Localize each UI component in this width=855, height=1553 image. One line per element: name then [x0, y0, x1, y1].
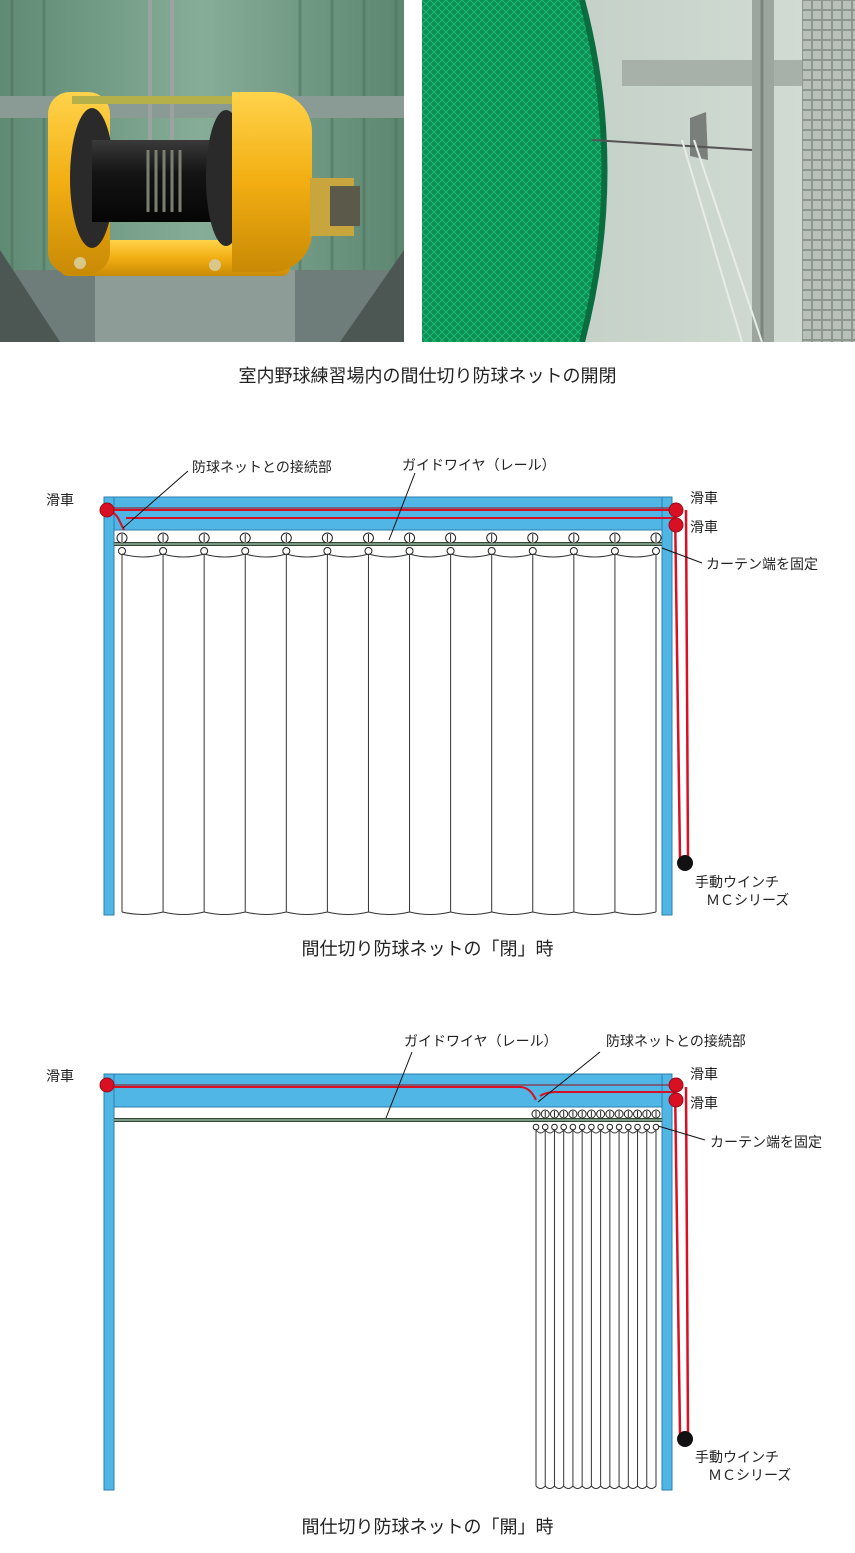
label-pulley-right-1: 滑車: [690, 1066, 718, 1083]
curtain-closed: [116, 532, 662, 915]
label-curtain-end: カーテン端を固定: [706, 557, 818, 573]
hook-ring: [118, 547, 126, 555]
pulley-left: [99, 1077, 115, 1093]
label-pulley-left: 滑車: [46, 1068, 74, 1085]
label-guide-wire: ガイドワイヤ（レール）: [404, 1034, 558, 1050]
pulley-left: [99, 502, 115, 518]
hook-ring: [364, 547, 373, 555]
winch-drum: [677, 855, 693, 871]
frame-left: [103, 1073, 115, 1491]
curtain-open: [531, 1109, 661, 1489]
label-connection: 防球ネットとの接続部: [192, 459, 332, 476]
frame-right: [661, 496, 673, 916]
label-winch-series: ＭＣシリーズ: [706, 893, 789, 909]
label-curtain-end: カーテン端を固定: [710, 1135, 822, 1151]
hook-ring: [578, 1123, 586, 1131]
hook-ring: [528, 547, 537, 555]
hook-ring: [323, 547, 332, 555]
label-pulley-right-2: 滑車: [690, 1095, 718, 1112]
frame-left: [103, 496, 115, 916]
label-winch: 手動ウインチ: [695, 1450, 779, 1466]
frame-top: [103, 496, 673, 531]
open-caption: 間仕切り防球ネットの「開」時: [301, 1517, 554, 1538]
hook-ring: [615, 1123, 623, 1131]
photo-caption: 室内野球練習場内の間仕切り防球ネットの開閉: [238, 366, 617, 387]
hook-ring: [588, 1123, 595, 1131]
hook-ring: [282, 547, 291, 555]
hook-ring: [610, 547, 619, 555]
hook-ring: [560, 1123, 567, 1131]
pulley-right-lower: [668, 1092, 684, 1108]
hook-ring: [446, 547, 455, 555]
hook-ring: [652, 547, 660, 555]
label-winch-series: ＭＣシリーズ: [708, 1468, 791, 1484]
hook-ring: [159, 547, 168, 555]
frame-right: [661, 1073, 673, 1491]
winch-photo: [0, 0, 404, 342]
hook-ring: [643, 1123, 651, 1131]
net-photo: [422, 0, 855, 342]
label-pulley-left: 滑車: [46, 492, 74, 509]
hook-ring: [541, 1123, 549, 1131]
label-guide-wire: ガイドワイヤ（レール）: [402, 458, 556, 474]
hook-ring: [634, 1123, 641, 1131]
winch-rope: [107, 1084, 690, 1435]
hook-ring: [532, 1123, 540, 1131]
hook-ring: [241, 547, 250, 555]
label-winch: 手動ウインチ: [695, 875, 779, 891]
hook-ring: [569, 547, 578, 555]
pulley-right-top: [668, 502, 684, 518]
hook-ring: [625, 1123, 632, 1131]
hook-ring: [487, 547, 496, 555]
pulley-right-lower: [668, 517, 684, 533]
label-pulley-right-2: 滑車: [690, 519, 718, 536]
hook-ring: [606, 1123, 614, 1131]
hook-ring: [200, 547, 209, 555]
closed-diagram: 滑車 滑車 滑車 防球ネットとの接続部 ガイドワイヤ（レール） カーテン端を固定…: [46, 458, 818, 916]
hook-ring: [405, 547, 414, 555]
pulley-right-top: [668, 1077, 684, 1093]
hook-ring: [652, 1123, 660, 1131]
frame-top: [103, 1073, 673, 1108]
winch-rope: [106, 507, 690, 859]
closed-caption: 間仕切り防球ネットの「閉」時: [301, 939, 554, 960]
label-connection: 防球ネットとの接続部: [606, 1033, 746, 1050]
open-diagram: 滑車 滑車 滑車 ガイドワイヤ（レール） 防球ネットとの接続部 カーテン端を固定…: [46, 1033, 822, 1491]
hook-ring: [597, 1123, 604, 1131]
hook-ring: [551, 1123, 558, 1131]
winch-drum: [677, 1431, 693, 1447]
label-pulley-right-1: 滑車: [690, 490, 718, 507]
hook-ring: [569, 1123, 577, 1131]
